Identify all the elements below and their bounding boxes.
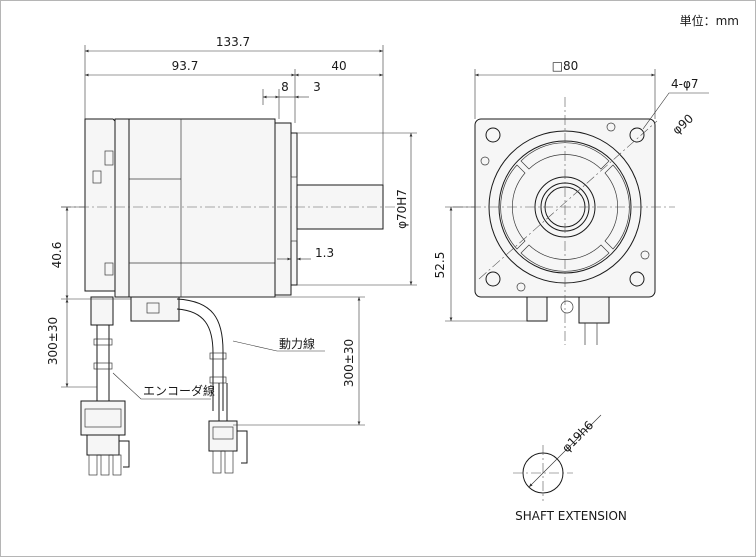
encoder-cover: [84, 118, 118, 292]
motor-body: [128, 118, 276, 298]
front-view: □80 4-φ7 φ90 52.5: [433, 59, 709, 345]
mount-hole-bl: [485, 271, 501, 287]
mount-hole-tl: [485, 127, 501, 143]
power-cable: [176, 298, 248, 474]
mounting-flange: [274, 122, 292, 296]
unit-label: 単位：mm: [680, 13, 739, 28]
dim-flange-3: 3: [313, 80, 321, 94]
dim-square-size: □80: [552, 59, 579, 73]
side-view: 133.7 93.7 40 8 3 φ70H7 1.3 40.6 300±30: [46, 35, 417, 476]
dim-flange-8: 8: [281, 80, 289, 94]
dim-overall-length: 133.7: [216, 35, 250, 49]
mount-hole-br: [629, 271, 645, 287]
dim-center-height: 52.5: [433, 252, 447, 279]
label-shaft-extension: SHAFT EXTENSION: [515, 509, 627, 523]
mount-hole-tr: [629, 127, 645, 143]
dim-shaft-length: 40: [331, 59, 346, 73]
dim-cable-offset: 40.6: [50, 242, 64, 269]
label-power-cable: 動力線: [279, 336, 315, 351]
dim-encoder-cable-length: 300±30: [46, 317, 60, 365]
dim-mount-holes: 4-φ7: [671, 77, 699, 91]
shaft-extension-view: φ19h6 SHAFT EXTENSION: [513, 414, 627, 523]
dim-power-cable-length: 300±30: [342, 339, 356, 387]
dim-bolt-circle: φ90: [670, 111, 697, 137]
dim-pilot-depth: 1.3: [315, 246, 334, 260]
label-encoder-cable: エンコーダ線: [143, 383, 215, 398]
dim-body-length: 93.7: [172, 59, 199, 73]
encoder-cable: [80, 296, 130, 476]
dim-pilot-diameter: φ70H7: [395, 189, 409, 229]
dim-shaft-diameter: φ19h6: [559, 418, 596, 455]
